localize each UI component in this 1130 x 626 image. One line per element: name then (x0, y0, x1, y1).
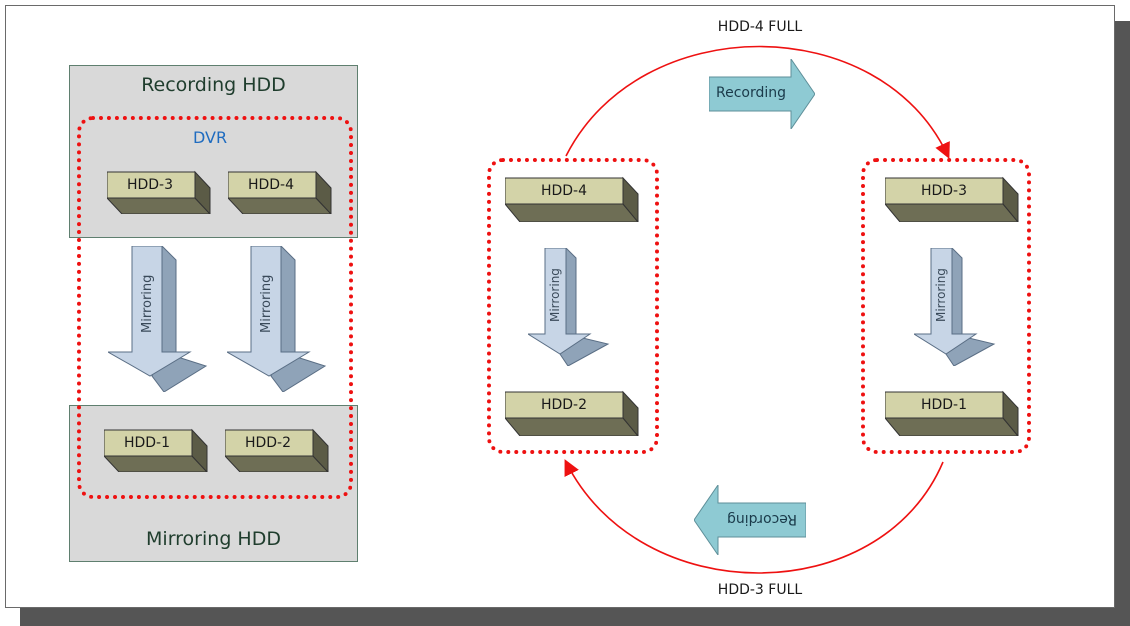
top-cycle-arc (565, 45, 950, 159)
recording-label-inverted: Recording (726, 511, 798, 527)
mirroring-label: Mirroring (548, 268, 562, 322)
recording-right-arrow-icon: Recording (708, 57, 816, 133)
mirroring-arrow-icon: Mirroring (106, 244, 210, 396)
hdd-shape (505, 176, 639, 222)
hdd-block-2-group: HDD-2 (505, 390, 640, 436)
hdd-label: HDD-2 (540, 397, 588, 413)
hdd-shape (107, 170, 211, 214)
dvr-label: DVR (193, 128, 228, 147)
hdd-shape (885, 176, 1019, 222)
hdd-block-2: HDD-2 (225, 428, 330, 472)
hdd-label: HDD-3 (920, 183, 968, 199)
right-group-boundary (861, 158, 1031, 454)
dvr-boundary (77, 116, 353, 499)
hdd-shape (505, 390, 639, 436)
mirroring-arrow-icon: Mirroring (526, 246, 612, 370)
mirroring-arrow-icon: Mirroring (912, 246, 998, 370)
mirroring-arrow-icon: Mirroring (225, 244, 329, 396)
hdd-shape (885, 390, 1019, 436)
hdd-label: HDD-2 (244, 435, 292, 451)
hdd4-full-caption: HDD-4 FULL (717, 19, 803, 35)
left-group-boundary (487, 158, 659, 454)
hdd-label: HDD-3 (126, 177, 174, 193)
hdd-label: HDD-1 (123, 435, 171, 451)
hdd-shape (104, 428, 208, 472)
mirroring-label: Mirroring (934, 268, 948, 322)
hdd-block-4: HDD-4 (228, 170, 333, 214)
mirroring-hdd-title: Mirroring HDD (146, 528, 281, 550)
hdd-label: HDD-1 (920, 397, 968, 413)
hdd-label: HDD-4 (540, 183, 588, 199)
hdd-block-1: HDD-1 (104, 428, 209, 472)
hdd-block-4-group: HDD-4 (505, 176, 640, 222)
hdd-block-3: HDD-3 (107, 170, 212, 214)
hdd-block-1-group: HDD-1 (885, 390, 1020, 436)
hdd-label: HDD-4 (247, 177, 295, 193)
bottom-cycle-arc (564, 459, 944, 574)
hdd-block-3-group: HDD-3 (885, 176, 1020, 222)
hdd-shape (225, 428, 329, 472)
hdd3-full-caption: HDD-3 FULL (717, 582, 803, 598)
recording-label: Recording (715, 85, 787, 101)
recording-left-arrow-icon: Recording (693, 483, 807, 559)
recording-hdd-title: Recording HDD (141, 74, 286, 96)
hdd-shape (228, 170, 332, 214)
